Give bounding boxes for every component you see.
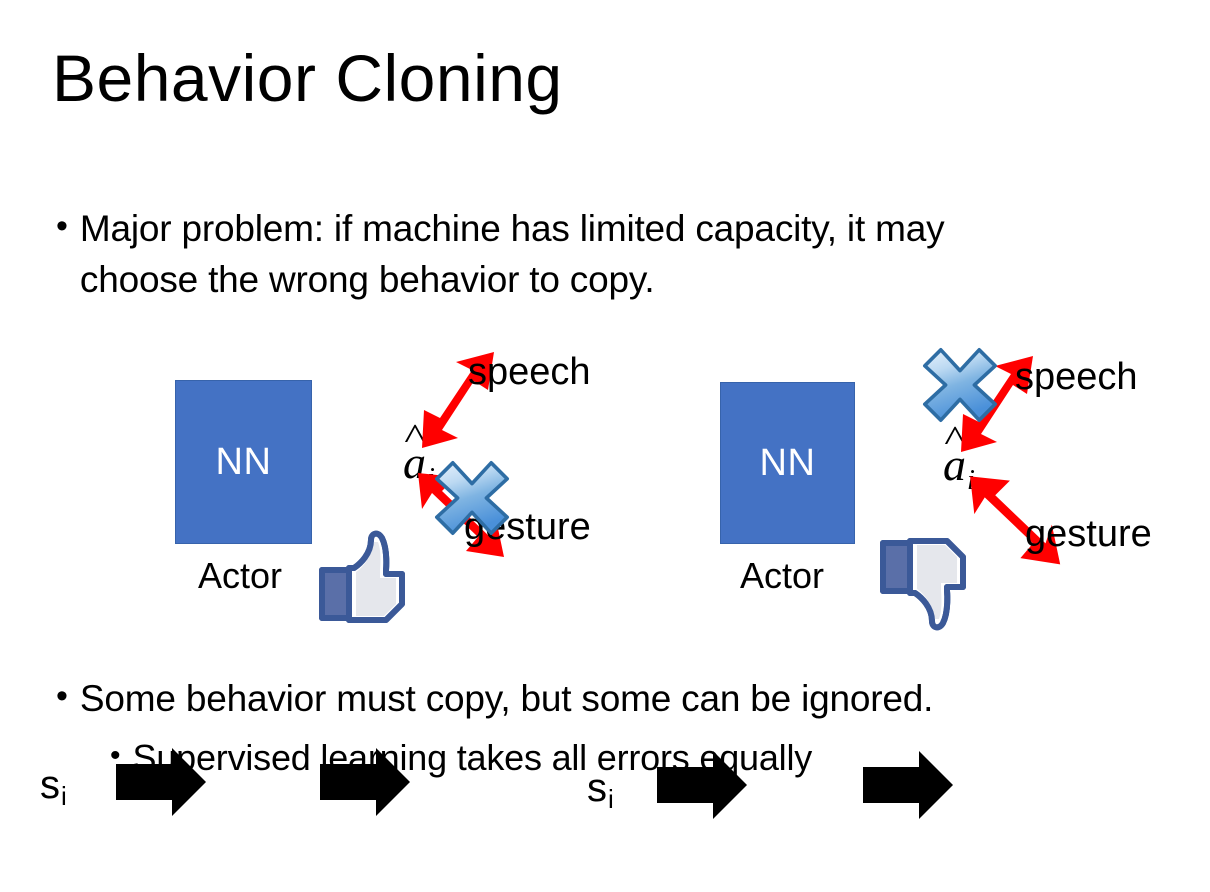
input-arrow-right <box>657 767 713 803</box>
bullet-marker-icon: • <box>56 207 68 245</box>
thumbs-down-icon <box>877 523 977 633</box>
diagram-left: si NN Actor ai speech <box>20 340 620 809</box>
input-arrow-left <box>116 764 172 800</box>
nn-box-label: NN <box>759 441 816 484</box>
thumbs-up-icon <box>316 528 416 628</box>
diagram-right: si NN Actor ai speech <box>565 340 1185 812</box>
page-title: Behavior Cloning <box>52 41 563 115</box>
bullet-marker-icon: • <box>110 739 121 772</box>
input-state-label-left: si <box>40 763 67 812</box>
output-arrow-right <box>863 767 919 803</box>
actor-caption-right: Actor <box>740 555 825 596</box>
bullet-marker-icon: • <box>56 677 68 715</box>
nn-box-right: NN <box>720 382 855 544</box>
nn-box-left: NN <box>175 380 312 544</box>
bullet-item-some-behavior: • Some behavior must copy, but some can … <box>56 673 1176 724</box>
modality-label-gesture-right: gesture <box>1025 513 1152 555</box>
nn-box-label: NN <box>215 440 272 483</box>
bullet-text-problem: Major problem: if machine has limited ca… <box>79 208 945 301</box>
bullet-text-supervised: Supervised learning takes all errors equ… <box>132 737 813 778</box>
modality-label-speech-left: speech <box>468 351 591 393</box>
red-arrow-speech-left <box>410 348 510 453</box>
cross-out-icon-speech-right <box>920 345 1000 425</box>
red-arrow-gesture-right <box>957 468 1067 578</box>
output-arrow-left <box>320 764 376 800</box>
modality-label-speech-right: speech <box>1015 356 1138 398</box>
bullet-item-supervised: • Supervised learning takes all errors e… <box>110 733 1170 783</box>
cross-out-icon-gesture-left <box>432 458 512 538</box>
red-arrow-speech-right <box>949 352 1049 457</box>
bullet-item-problem: • Major problem: if machine has limited … <box>56 203 1106 305</box>
actor-caption-left: Actor <box>198 555 283 596</box>
bullet-text-some-behavior: Some behavior must copy, but some can be… <box>79 678 934 719</box>
input-state-label-right: si <box>587 766 614 815</box>
